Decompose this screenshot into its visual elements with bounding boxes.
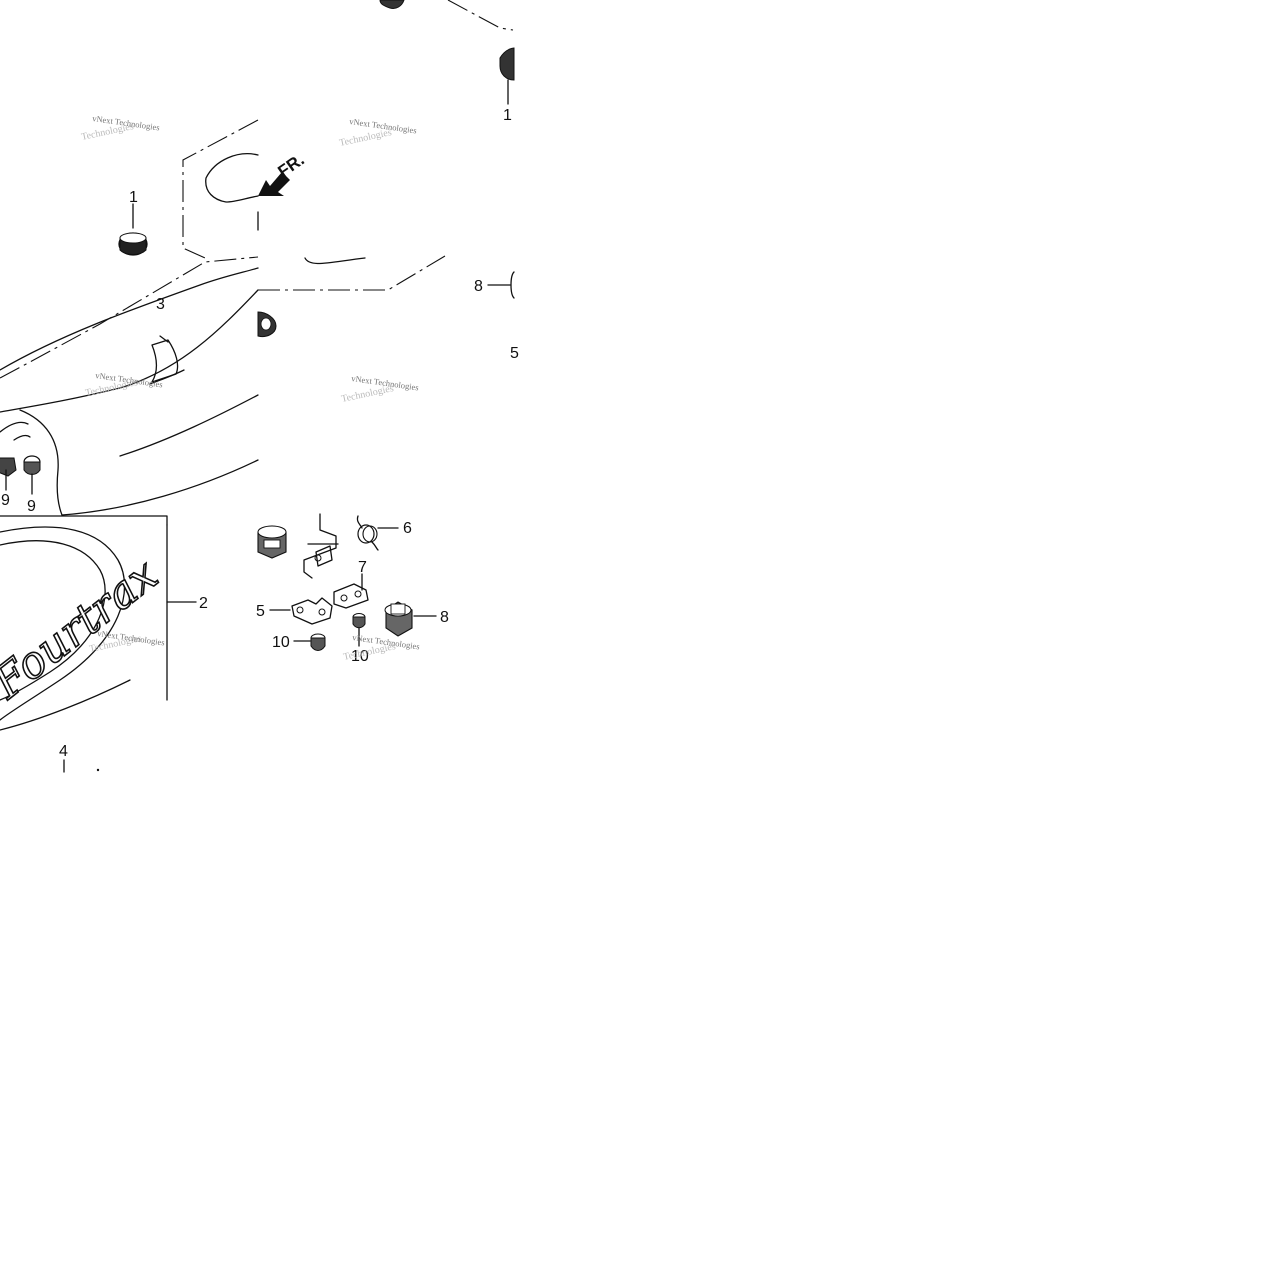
spring-part-6 (356, 515, 399, 551)
callout-part-1-right: 1 (503, 107, 512, 124)
callout-part-8-upper: 8 (474, 278, 483, 295)
latch-hook (303, 513, 339, 579)
callout-part-9-b: 9 (27, 498, 36, 515)
knob-top-edge (379, 0, 405, 9)
callout-part-3: 3 (156, 296, 165, 313)
nut-part-8-upper (487, 271, 515, 299)
castle-nut-left (257, 525, 287, 559)
hardware-cluster (257, 513, 437, 651)
callout-part-7: 7 (358, 559, 367, 576)
callout-part-10-right: 10 (351, 648, 369, 665)
seat-cover-view (0, 515, 197, 731)
callout-part-5-edge: 5 (510, 345, 519, 362)
knob-part-1-right (499, 47, 515, 105)
callout-part-2: 2 (199, 595, 208, 612)
plate-part-7 (333, 573, 369, 609)
castle-nut-part-8 (384, 601, 437, 637)
seat-view-upper (0, 0, 514, 516)
callout-part-10-left: 10 (272, 634, 290, 651)
fender-view (182, 119, 446, 291)
callout-part-5: 5 (256, 603, 265, 620)
callout-part-1-left: 1 (129, 189, 138, 206)
knob-part-1-left (118, 203, 148, 256)
brand-lettering: Fourtrax (0, 549, 168, 709)
nut-part-10-left (293, 633, 326, 651)
callout-part-6: 6 (403, 520, 412, 537)
callout-part-9-a: 9 (1, 492, 10, 509)
callout-part-8-lower: 8 (440, 609, 449, 626)
bolt-part-9-b (23, 455, 41, 495)
bracket-part-5 (269, 597, 333, 625)
callout-part-4: 4 (59, 743, 68, 760)
nut-part-10-right (352, 613, 366, 647)
marker-dot (96, 768, 100, 772)
front-direction-arrow-icon (258, 172, 290, 196)
bolt-part-9-a (0, 457, 17, 491)
knob-part-mid (257, 311, 277, 337)
